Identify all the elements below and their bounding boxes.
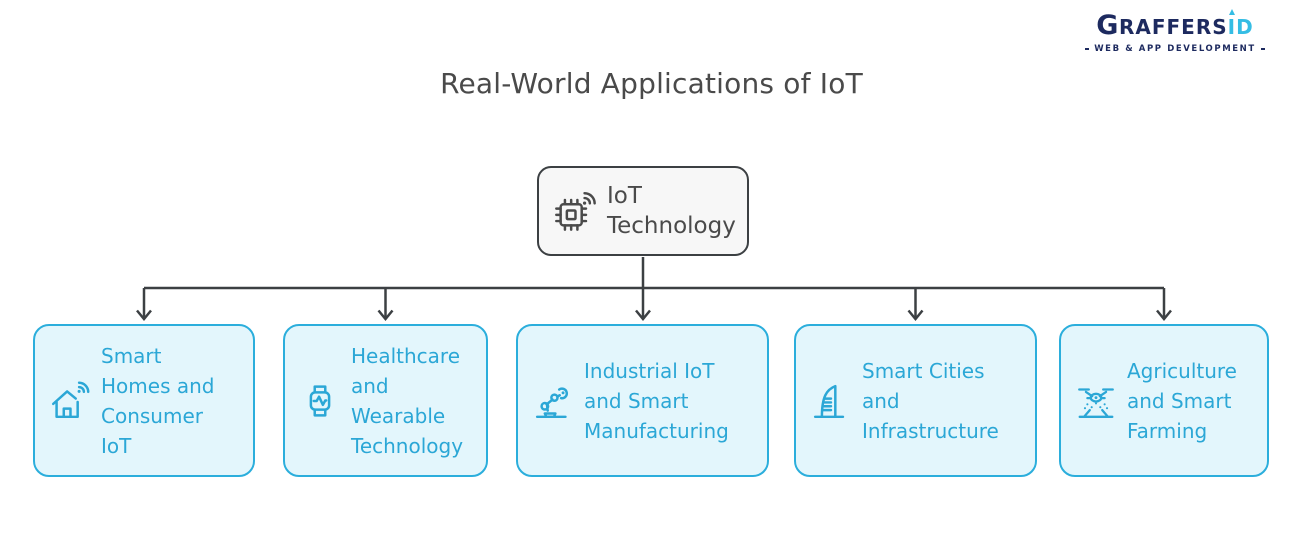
branch-label: Industrial IoT and Smart Manufacturing <box>584 358 729 443</box>
root-node-iot-technology: IoT Technology <box>537 166 749 256</box>
agriculture-drone-icon <box>1073 378 1119 424</box>
logo-letter-g: G <box>1096 10 1119 41</box>
branch-label: Healthcare and Wearable Technology <box>351 343 464 458</box>
branch-industrial-iot: Industrial IoT and Smart Manufacturing <box>516 324 769 477</box>
logo-tagline-text: WEB & APP DEVELOPMENT <box>1094 44 1256 54</box>
branch-label: Smart Homes and Consumer IoT <box>101 343 215 458</box>
branch-smart-cities: Smart Cities and Infrastructure <box>794 324 1037 477</box>
iot-chip-wifi-icon <box>552 188 598 234</box>
branch-agriculture: Agriculture and Smart Farming <box>1059 324 1269 477</box>
smartwatch-icon <box>297 378 343 424</box>
logo-text-raffers: RAFFERS <box>1118 15 1228 39</box>
branch-smart-homes: Smart Homes and Consumer IoT <box>33 324 255 477</box>
logo-tagline: WEB & APP DEVELOPMENT <box>1085 44 1265 54</box>
logo-pencil-i: I <box>1227 15 1237 39</box>
logo-letter-d: D <box>1236 15 1254 39</box>
branch-label: Smart Cities and Infrastructure <box>862 358 999 443</box>
root-node-label: IoT Technology <box>607 183 736 239</box>
smart-building-icon <box>808 378 854 424</box>
branch-label: Agriculture and Smart Farming <box>1127 358 1237 443</box>
robot-arm-icon <box>530 378 576 424</box>
smart-home-wifi-icon <box>47 378 93 424</box>
branch-healthcare-wearables: Healthcare and Wearable Technology <box>283 324 488 477</box>
page-title: Real-World Applications of IoT <box>440 67 863 100</box>
